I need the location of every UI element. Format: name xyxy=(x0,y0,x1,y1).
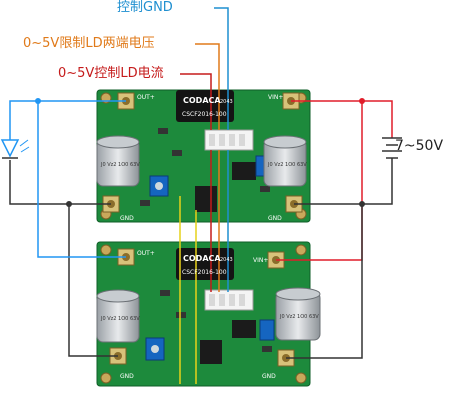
battery-icon xyxy=(382,137,402,159)
voltage-limit-label: 0~5V限制LD两端电压 xyxy=(23,36,155,51)
current-control-label: 0~5V控制LD电流 xyxy=(58,66,164,81)
ic-chip xyxy=(195,186,217,212)
inductor-code: 2043 xyxy=(220,257,233,263)
gnd-left-label: GND xyxy=(120,373,134,380)
mount-hole xyxy=(295,244,307,256)
gnd-left-label: GND xyxy=(120,215,134,222)
led-link-wire xyxy=(9,100,126,258)
capacitor-label: J0 Vz2 1O0 63V xyxy=(100,162,140,168)
inductor-part: CSCF2016-100 xyxy=(182,269,227,276)
mount-hole xyxy=(100,244,112,256)
out-plus-label: OUT+ xyxy=(137,250,155,257)
inductor-code: 2043 xyxy=(220,99,233,105)
ground-wire xyxy=(9,158,393,359)
gnd-right-label: GND xyxy=(268,215,282,222)
ic-chip xyxy=(232,320,256,338)
driver-board-top xyxy=(96,89,311,223)
control-gnd-label: 控制GND xyxy=(117,0,173,15)
capacitor-label: J0 Vz2 1O0 63V xyxy=(267,162,307,168)
vin-plus-label: VIN+ xyxy=(268,94,283,101)
mount-hole xyxy=(100,372,112,384)
mount-hole xyxy=(295,372,307,384)
capacitor-label: J0 Vz2 1O0 63V xyxy=(100,316,140,322)
led-diode-icon xyxy=(0,139,30,159)
ic-chip xyxy=(232,162,256,180)
out-plus-label: OUT+ xyxy=(137,94,155,101)
control-signal-wires xyxy=(179,7,229,384)
driver-board-bottom xyxy=(96,241,321,387)
potentiometer xyxy=(259,319,275,341)
gnd-right-label: GND xyxy=(262,373,276,380)
vin-plus-label: VIN+ xyxy=(253,257,268,264)
supply-voltage-label: 7~50V xyxy=(395,138,444,154)
inductor-part: CSCF2016-100 xyxy=(182,111,227,118)
inductor-brand: CODACA xyxy=(183,254,221,263)
junction-dots xyxy=(35,98,365,207)
ic-chip xyxy=(200,340,222,364)
inductor-brand: CODACA xyxy=(183,96,221,105)
capacitor-label: J0 Vz2 1O0 63V xyxy=(279,314,319,320)
